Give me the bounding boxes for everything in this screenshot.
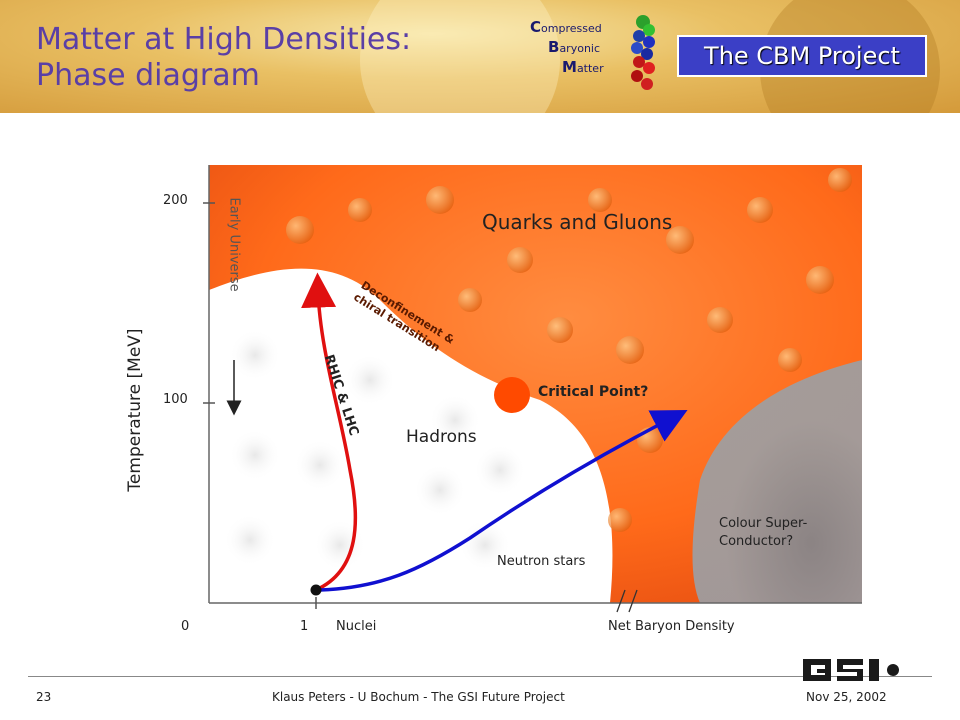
nuclei-point — [310, 584, 322, 596]
x-tick-label-1: 1 — [300, 619, 309, 634]
qgp-label: Quarks and Gluons — [482, 210, 673, 234]
csc-region — [692, 360, 862, 603]
critical-point-label: Critical Point? — [538, 384, 649, 400]
y-axis-label-box: Temperature [MeV] — [120, 300, 145, 530]
header-banner: Matter at High Densities: Phase diagram … — [0, 0, 960, 113]
cbm-line-c: Compressed — [530, 18, 602, 36]
title-line-2: Phase diagram — [36, 58, 260, 93]
hadron-region — [209, 268, 613, 603]
critical-point-marker — [494, 377, 530, 413]
early-universe-label: Early Universe — [226, 197, 242, 292]
cbm-line-b: Baryonic — [548, 38, 601, 56]
origin-label: 0 — [181, 619, 190, 634]
gsi-logo — [803, 659, 899, 681]
hadrons-label: Hadrons — [406, 427, 477, 447]
axis-break-2 — [628, 589, 638, 613]
csc-label: Colour Super- Conductor? — [719, 516, 808, 549]
y-axis-label: Temperature [MeV] — [125, 328, 145, 492]
page-number: 23 — [36, 690, 52, 704]
y-tick-label-100: 100 — [163, 392, 188, 407]
neutron-stars-label: Neutron stars — [497, 554, 586, 569]
y-tick-label-200: 200 — [163, 193, 188, 208]
hadron-blobs — [224, 329, 526, 571]
molecule-icon — [631, 15, 655, 90]
gsi-trajectory — [319, 409, 688, 592]
footer-date: Nov 25, 2002 — [806, 690, 887, 704]
cbm-acronym: Compressed Baryonic Matter — [530, 18, 604, 78]
footer-credit: Klaus Peters - U Bochum - The GSI Future… — [272, 690, 565, 704]
title-line-1: Matter at High Densities: — [36, 22, 412, 57]
project-badge: The CBM Project — [677, 35, 927, 77]
cbm-line-m: Matter — [562, 58, 604, 76]
axis-break-1 — [616, 589, 626, 613]
rhic-trajectory — [301, 272, 358, 592]
x-axis-label: Net Baryon Density — [608, 619, 735, 634]
x-tick-label-nuclei: Nuclei — [336, 619, 377, 634]
banner-glow — [360, 0, 560, 113]
page-title: Matter at High Densities: Phase diagram — [36, 22, 411, 94]
footer-rule — [28, 676, 932, 677]
